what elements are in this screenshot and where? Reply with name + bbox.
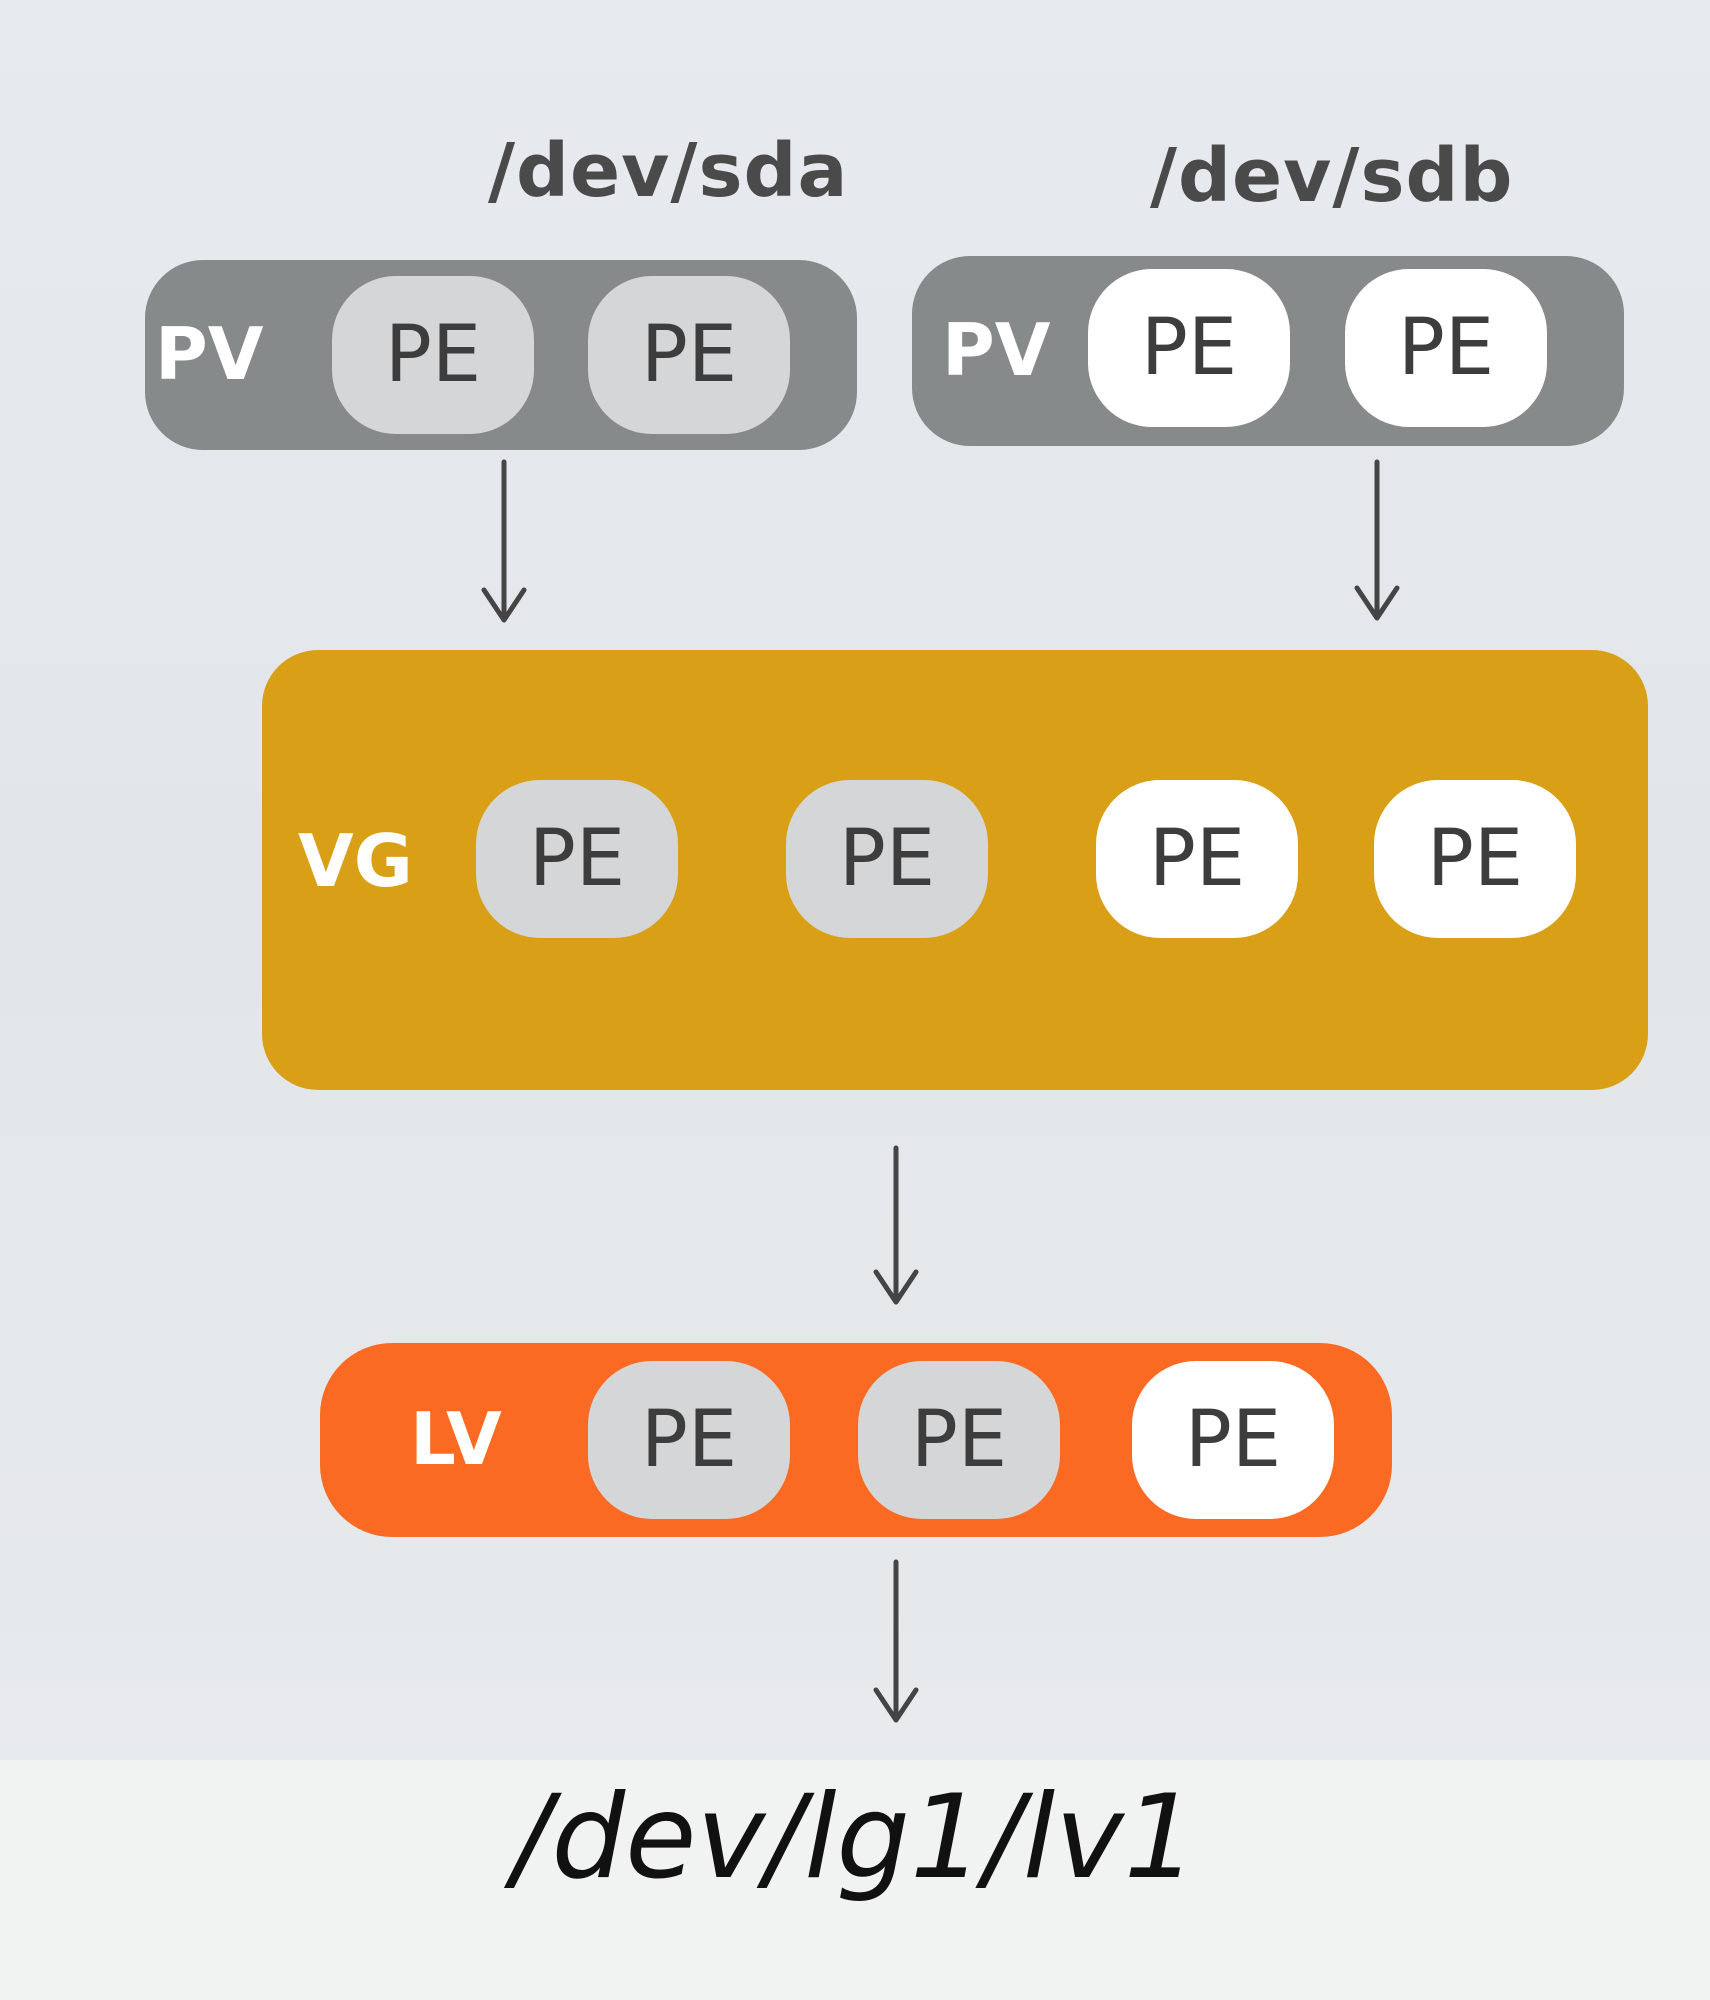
arrow-lv-to-path <box>873 1559 919 1723</box>
vg-pe-2: PE <box>786 780 988 938</box>
pv-sda-pe-1: PE <box>332 276 534 434</box>
arrow-pv-sda-to-vg <box>481 459 527 623</box>
pv-sdb-pe-1: PE <box>1088 269 1290 427</box>
logical-volume-path: /dev/lg1/lv1 <box>512 1770 1198 1905</box>
pv-sdb: PV PE PE <box>912 256 1624 446</box>
vg-pe-4: PE <box>1374 780 1576 938</box>
lv-pe-1: PE <box>588 1361 790 1519</box>
vg-pe-1: PE <box>476 780 678 938</box>
logical-volume: LV PE PE PE <box>320 1343 1392 1537</box>
pv-sda-tag: PV <box>155 312 264 396</box>
bottom-band <box>0 1760 1710 2000</box>
lv-tag: LV <box>410 1397 502 1481</box>
vg-pe-3: PE <box>1096 780 1298 938</box>
pv-sdb-tag: PV <box>942 308 1051 392</box>
pv-sda: PV PE PE <box>145 260 857 450</box>
pv-sdb-pe-2: PE <box>1345 269 1547 427</box>
pv-sda-pe-2: PE <box>588 276 790 434</box>
arrow-vg-to-lv <box>873 1145 919 1305</box>
volume-group: VG PE PE PE PE <box>262 650 1648 1090</box>
vg-tag: VG <box>298 819 413 903</box>
lv-pe-2: PE <box>858 1361 1060 1519</box>
lv-pe-3: PE <box>1132 1361 1334 1519</box>
arrow-pv-sdb-to-vg <box>1354 459 1400 621</box>
device-label-sda: /dev/sda <box>488 128 849 214</box>
device-label-sdb: /dev/sdb <box>1150 133 1514 219</box>
